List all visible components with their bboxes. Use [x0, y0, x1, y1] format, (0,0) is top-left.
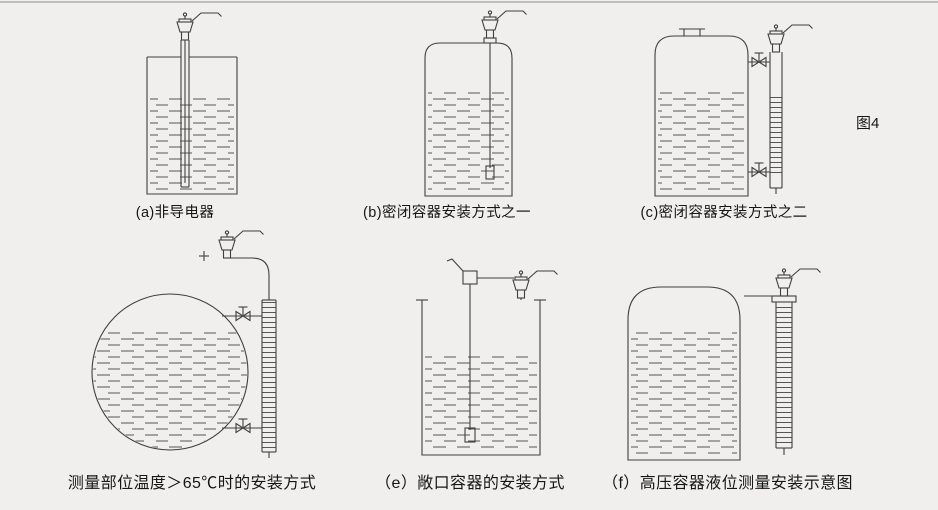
diagram-f-high-pressure-vessel [627, 268, 822, 461]
diagram-a-nonconductive-vessel [146, 12, 238, 195]
caption-f: （f）高压容器液位测量安装示意图 [602, 475, 853, 492]
vessel-outline [654, 35, 749, 197]
diagram-c-sealed-vessel-2 [654, 24, 814, 197]
caption-b: (b)密闭容器安装方式之一 [363, 205, 531, 221]
diagram-e-open-vessel [416, 258, 559, 456]
bypass-tube [769, 52, 783, 194]
liquid-fill [428, 90, 509, 192]
hanger-cable [446, 258, 464, 272]
reference-tube [180, 40, 190, 188]
probe-weight [485, 165, 495, 180]
swan-neck-pipe [227, 257, 270, 300]
probe-hanger-fitting [462, 270, 478, 285]
probe-weight [464, 427, 476, 443]
liquid-fill [93, 330, 247, 449]
cooling-chamber-tube [261, 299, 277, 458]
valve-icon [235, 306, 251, 322]
diagram-b-sealed-vessel-1 [424, 10, 528, 197]
caption-d: 测量部位温度＞65℃时的安装方式 [67, 475, 317, 492]
caption-a: (a)非导电器 [135, 205, 215, 221]
level-transmitter-icon [767, 24, 814, 53]
spherical-vessel-outline [91, 293, 249, 451]
caption-c: (c)密闭容器安装方式之二 [640, 205, 808, 221]
liquid-fill [658, 88, 745, 192]
valve-icon [751, 162, 767, 178]
level-transmitter-icon [481, 10, 528, 39]
liquid-fill [425, 352, 537, 452]
vessel-outline [146, 57, 238, 195]
valve-icon [235, 418, 251, 434]
diagram-d-high-temp-installation [91, 230, 277, 458]
top-nozzle [679, 28, 705, 36]
vessel-outline [627, 286, 741, 461]
mounting-flange [771, 295, 797, 303]
vessel-outline [424, 42, 513, 197]
caption-e: （e）敞口容器的安装方式 [375, 475, 565, 492]
stilling-well-chamber [775, 302, 793, 455]
level-transmitter-icon [176, 12, 223, 41]
mounting-flange [483, 37, 497, 44]
liquid-fill [631, 332, 737, 458]
vessel-outline [421, 300, 541, 456]
level-transmitter-icon [775, 268, 822, 297]
valve-icon [751, 52, 767, 68]
vent-plus-mark [199, 251, 209, 261]
liquid-fill [150, 97, 234, 191]
figure-label: 图4 [856, 115, 880, 132]
level-transmitter-icon [512, 270, 559, 299]
level-transmitter-icon [218, 230, 265, 259]
